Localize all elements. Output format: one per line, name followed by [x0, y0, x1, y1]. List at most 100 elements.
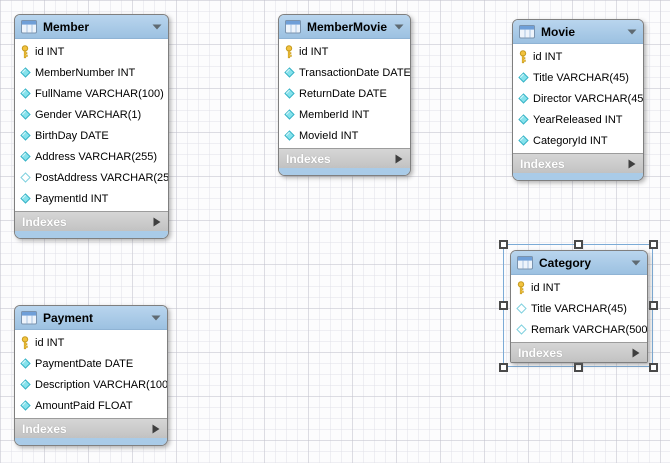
selection-handle[interactable] [648, 301, 658, 310]
column-row[interactable]: id INT [15, 332, 167, 353]
table-name: Category [539, 255, 592, 270]
column-row[interactable]: PaymentId INT [15, 188, 168, 209]
diamond-filled-icon [283, 67, 295, 78]
column-row[interactable]: id INT [279, 41, 410, 62]
table-header[interactable]: Movie [513, 20, 643, 44]
column-row[interactable]: Description VARCHAR(100) [15, 374, 167, 395]
collapse-arrow-icon[interactable] [631, 260, 641, 266]
table-header[interactable]: Payment [15, 306, 167, 330]
indexes-label: Indexes [22, 421, 67, 436]
table-body: id INT Title VARCHAR(45) Remark VARCHAR(50… [511, 275, 647, 342]
column-row[interactable]: TransactionDate DATE [279, 62, 410, 83]
diamond-open-icon [515, 303, 527, 314]
indexes-section[interactable]: Indexes [15, 418, 167, 438]
table-header[interactable]: Category [511, 251, 647, 275]
column-label: Title VARCHAR(45) [533, 71, 629, 84]
diamond-filled-icon [283, 88, 295, 99]
expand-arrow-icon[interactable] [152, 424, 160, 434]
key-icon [283, 44, 295, 59]
column-row[interactable]: Address VARCHAR(255) [15, 146, 168, 167]
diamond-filled-icon [19, 109, 31, 120]
column-row[interactable]: ReturnDate DATE [279, 83, 410, 104]
column-row[interactable]: PostAddress VARCHAR(255) [15, 167, 168, 188]
column-row[interactable]: id INT [513, 46, 643, 67]
table-bottom-strip [513, 173, 643, 180]
selection-handle[interactable] [573, 362, 583, 372]
column-row[interactable]: Title VARCHAR(45) [513, 67, 643, 88]
table-header[interactable]: Member [15, 15, 168, 39]
column-row[interactable]: Title VARCHAR(45) [511, 298, 647, 319]
column-label: id INT [533, 50, 563, 63]
column-label: PaymentDate DATE [35, 357, 134, 370]
indexes-section[interactable]: Indexes [15, 211, 168, 231]
column-row[interactable]: id INT [15, 41, 168, 62]
diamond-filled-icon [517, 93, 529, 104]
column-row[interactable]: YearReleased INT [513, 109, 643, 130]
indexes-section[interactable]: Indexes [279, 148, 410, 168]
diamond-filled-icon [19, 358, 31, 369]
selection-handle[interactable] [498, 362, 508, 372]
table-member[interactable]: Member id INT MemberNumber INT FullName VA… [14, 14, 169, 239]
table-icon [21, 19, 38, 34]
collapse-arrow-icon[interactable] [627, 29, 637, 35]
table-name: Payment [43, 310, 94, 325]
column-row[interactable]: PaymentDate DATE [15, 353, 167, 374]
diamond-filled-icon [19, 88, 31, 99]
column-row[interactable]: MemberNumber INT [15, 62, 168, 83]
collapse-arrow-icon[interactable] [152, 24, 162, 30]
diamond-filled-icon [19, 130, 31, 141]
selection-handle[interactable] [648, 362, 658, 372]
column-row[interactable]: Remark VARCHAR(500) [511, 319, 647, 340]
indexes-label: Indexes [22, 214, 67, 229]
column-row[interactable]: FullName VARCHAR(100) [15, 83, 168, 104]
table-icon [21, 310, 38, 325]
indexes-section[interactable]: Indexes [513, 153, 643, 173]
table-body: id INT MemberNumber INT FullName VARCHAR(1… [15, 39, 168, 211]
expand-arrow-icon[interactable] [153, 217, 161, 227]
column-row[interactable]: AmountPaid FLOAT [15, 395, 167, 416]
table-category[interactable]: Category id INT Title VARCHAR(45) Remark V… [510, 250, 648, 363]
column-label: Title VARCHAR(45) [531, 302, 627, 315]
indexes-section[interactable]: Indexes [511, 342, 647, 362]
column-label: FullName VARCHAR(100) [35, 87, 164, 100]
table-name: Movie [541, 24, 576, 39]
collapse-arrow-icon[interactable] [394, 24, 404, 30]
column-row[interactable]: BirthDay DATE [15, 125, 168, 146]
column-label: YearReleased INT [533, 113, 623, 126]
expand-arrow-icon[interactable] [395, 154, 403, 164]
selection-handle[interactable] [648, 239, 658, 249]
column-row[interactable]: MemberId INT [279, 104, 410, 125]
selection-handle[interactable] [498, 301, 508, 310]
expand-arrow-icon[interactable] [632, 348, 640, 358]
diamond-filled-icon [19, 400, 31, 411]
column-row[interactable]: Director VARCHAR(45) [513, 88, 643, 109]
column-row[interactable]: MovieId INT [279, 125, 410, 146]
column-row[interactable]: Gender VARCHAR(1) [15, 104, 168, 125]
column-label: Address VARCHAR(255) [35, 150, 158, 163]
column-label: MemberId INT [299, 108, 370, 121]
column-label: CategoryId INT [533, 134, 608, 147]
selection-handle[interactable] [498, 239, 508, 249]
diamond-filled-icon [19, 379, 31, 390]
column-row[interactable]: id INT [511, 277, 647, 298]
column-label: PostAddress VARCHAR(255) [35, 171, 169, 184]
column-label: MovieId INT [299, 129, 359, 142]
table-payment[interactable]: Payment id INT PaymentDate DATE Descriptio… [14, 305, 168, 446]
diamond-filled-icon [517, 72, 529, 83]
diamond-open-icon [515, 324, 527, 335]
diamond-filled-icon [283, 109, 295, 120]
expand-arrow-icon[interactable] [628, 159, 636, 169]
column-row[interactable]: CategoryId INT [513, 130, 643, 151]
column-label: AmountPaid FLOAT [35, 399, 133, 412]
diamond-filled-icon [517, 135, 529, 146]
diamond-open-icon [19, 172, 31, 183]
diamond-filled-icon [517, 114, 529, 125]
table-movie[interactable]: Movie id INT Title VARCHAR(45) Director VA… [512, 19, 644, 181]
column-label: MemberNumber INT [35, 66, 136, 79]
collapse-arrow-icon[interactable] [151, 315, 161, 321]
selection-handle[interactable] [573, 239, 583, 249]
table-header[interactable]: MemberMovie [279, 15, 410, 39]
